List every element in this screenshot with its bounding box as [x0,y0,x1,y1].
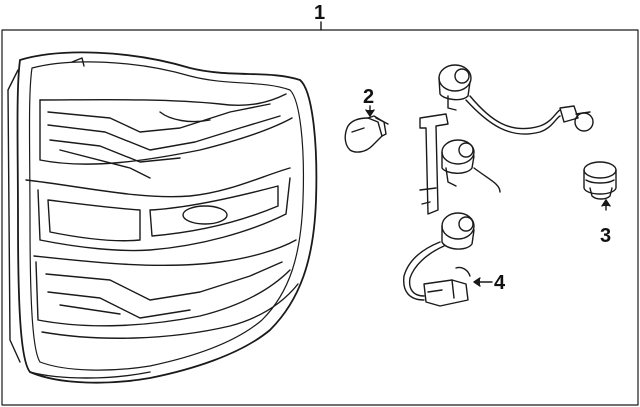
callout-1-label: 1 [314,2,325,24]
wiring-harness [403,64,594,307]
tail-lamp-housing [7,51,318,384]
callout-3-label: 3 [600,225,611,247]
callout-2-label: 2 [363,86,374,108]
callout-4-label: 4 [494,272,506,294]
wedge-bulb [344,105,389,153]
assembly-frame [1,29,639,406]
bulb-socket [583,161,617,211]
